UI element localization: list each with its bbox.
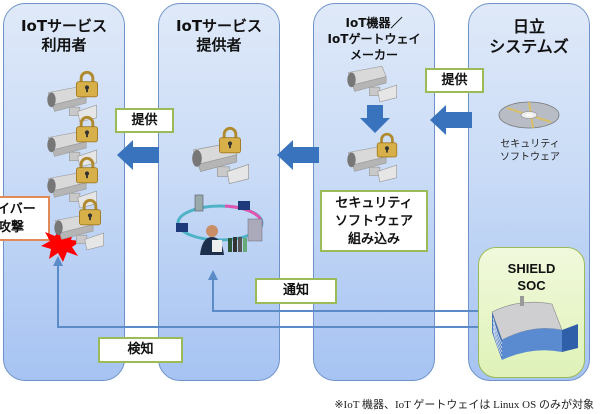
detect-line [57,262,520,328]
detect-label: 検知 [98,337,183,363]
column-title: 日立 システムズ [469,17,589,57]
soc-building-icon [491,296,578,360]
cyber-attack-line: サイバー [0,202,36,217]
title-line: IoTサービス [20,17,108,35]
disc-icon [498,101,560,129]
title-line: IoTサービス [175,17,263,35]
title-line: 提供者 [196,36,242,54]
embed-line: 組み込み [347,232,400,247]
lock-icon [75,70,99,98]
provide-label-users: 提供 [115,108,174,133]
footnote: ※IoT 機器、IoT ゲートウェイは Linux OS のみが対象 [334,399,594,411]
security-software-caption: セキュリティ ソフトウェア [478,138,582,164]
title-line: 日立 [512,17,545,36]
service-operator-network-icon [176,194,264,255]
cyber-attack-box: サイバー 攻撃 [0,196,50,241]
shield-soc-title: SHIELD SOC [479,260,584,294]
embed-line: ソフトウェア [334,214,413,229]
title-line: IoT機器／ [345,16,403,30]
column-title: IoTサービス 提供者 [159,17,279,55]
arrow-left-provide-makers [430,105,472,135]
lock-icon [218,126,242,154]
cyber-attack-line: 攻撃 [0,220,25,235]
caption-line: セキュリティ [500,139,560,150]
title-line: システムズ [489,37,569,56]
caption-line: ソフトウェア [500,152,560,163]
title-line: 利用者 [41,36,87,54]
embed-line: セキュリティ [335,196,413,211]
arrow-down-embed [360,105,390,133]
notify-arrowhead [208,270,218,280]
lock-icon [75,115,99,143]
notify-label: 通知 [255,278,337,304]
column-service-users: IoTサービス 利用者 [3,3,125,381]
arrow-left-provide-providers [277,140,319,170]
notify-line [212,276,520,312]
embed-software-box: セキュリティ ソフトウェア 組み込み [320,190,428,252]
column-service-providers: IoTサービス 提供者 [158,3,280,381]
lock-icon [78,198,102,226]
lock-icon [75,156,99,184]
column-title: IoT機器／ IoTゲートウェイ メーカー [314,15,434,63]
detect-arrowhead [53,256,63,266]
arrow-left-provide-users [117,140,159,170]
title-line: メーカー [349,48,398,62]
provide-label-makers: 提供 [425,68,484,93]
lock-icon [376,132,398,158]
title-line: IoTゲートウェイ [327,32,421,46]
soc-title-line: SOC [517,278,546,293]
soc-title-line: SHIELD [507,261,556,276]
camera-icon [345,62,400,104]
column-title: IoTサービス 利用者 [4,17,124,55]
